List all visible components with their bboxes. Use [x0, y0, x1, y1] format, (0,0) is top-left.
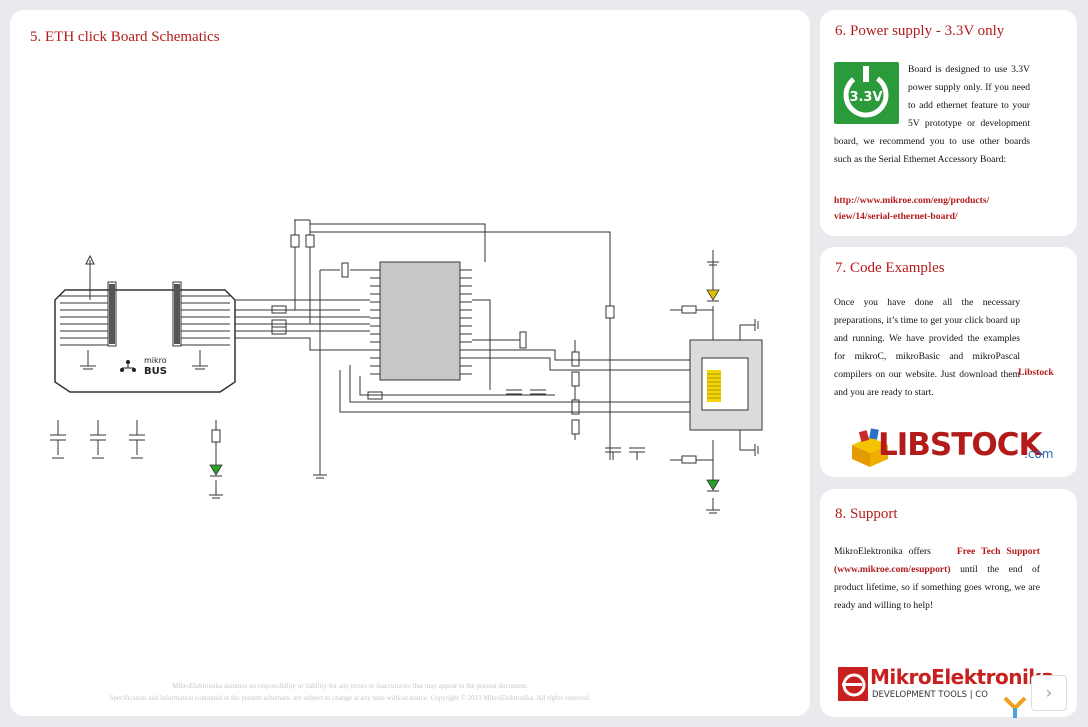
svg-text:3.3V: 3.3V: [849, 90, 882, 105]
mikrobus-label-bottom: BUS: [144, 366, 167, 377]
mikroe-logo-sub: DEVELOPMENT TOOLS | CO: [872, 690, 988, 700]
power-heading: 6. Power supply - 3.3V only: [835, 23, 1005, 39]
next-page-button[interactable]: ›: [1031, 675, 1067, 711]
ethernet-controller-ic: [379, 261, 461, 381]
activity-led: [706, 479, 720, 491]
power-text: Board is designed to use 3.3V power supp…: [834, 64, 1030, 165]
support-heading: 8. Support: [835, 506, 898, 522]
schematic-title: 5. ETH click Board Schematics: [30, 29, 220, 45]
esupport-link[interactable]: (www.mikroe.com/esupport): [834, 564, 951, 575]
libstock-logo-suffix: .com: [1024, 447, 1054, 461]
power-supply-card: 6. Power supply - 3.3V only 3.3V Board i…: [820, 10, 1077, 236]
support-card: 8. Support MikroElektronika offers Free …: [820, 489, 1077, 717]
code-examples-card: 7. Code Examples Once you have done all …: [820, 247, 1077, 477]
schematic-diagram: mikro BUS: [50, 219, 763, 514]
mikrobus-outline: [54, 289, 236, 393]
power-led: [209, 464, 223, 476]
libstock-logo[interactable]: LIBSTOCK .com: [848, 423, 1058, 469]
mikrobus-label-top: mikro: [144, 356, 167, 365]
mikroelektronika-logo: MikroElektronika DEVELOPMENT TOOLS | CO: [834, 665, 1064, 705]
libstock-box-icon: [852, 428, 888, 467]
viewer-brand-icon: [1003, 696, 1027, 718]
libstock-link[interactable]: Libstock: [1018, 367, 1054, 378]
code-heading: 7. Code Examples: [835, 260, 945, 276]
schematic-card: 5. ETH click Board Schematics: [10, 10, 810, 716]
mikrobus-logo-icon: [120, 360, 136, 372]
mikroe-logo-text: MikroElektronika: [870, 665, 1055, 689]
free-tech-support-link[interactable]: Free Tech Support: [956, 546, 1040, 557]
serial-ethernet-link[interactable]: http://www.mikroe.com/eng/products/ view…: [834, 195, 990, 222]
mikroe-logo-icon: [838, 667, 868, 701]
libstock-logo-text: LIBSTOCK: [878, 427, 1043, 463]
disclaimer-line-2: Specification and information contained …: [109, 694, 591, 702]
disclaimer-line-1: MikroElektronika assumes no responsibili…: [172, 682, 528, 690]
power-3v3-icon: 3.3V: [834, 62, 899, 124]
code-text: Once you have done all the necessary pre…: [834, 297, 1020, 398]
support-text: MikroElektronika offers Free Tech Suppor…: [834, 546, 1040, 611]
link-led: [706, 289, 720, 301]
